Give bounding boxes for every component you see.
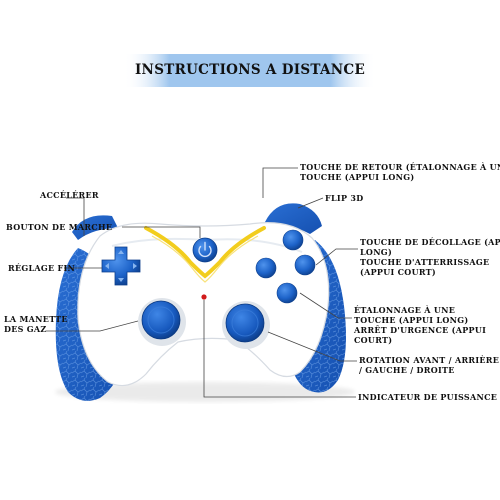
label-etalonnage-line4: COURT) [354,335,393,345]
d-pad [101,246,141,286]
label-retour-line2: TOUCHE (APPUI LONG) [300,172,415,182]
leader-decollage [315,248,358,266]
power-icon [198,245,212,258]
right-stick-ring [231,309,259,337]
label-rotation-line2: / GAUCHE / DROITE [359,365,455,375]
leader-puissance [203,300,356,398]
label-puissance: INDICATEUR DE PUISSANCE [358,392,498,402]
leader-accelerer [66,197,85,236]
face-button-bottom [276,282,298,304]
banner-title: INSTRUCTIONS A DISTANCE [134,62,366,78]
left-shoulder-button [72,215,118,240]
leader-flip [297,197,324,209]
label-rotation-line1: ROTATION AVANT / ARRIÈRE [359,355,500,365]
yellow-trim [144,226,266,279]
label-manette-line1: LA MANETTE [4,314,68,324]
label-decollage-line1: TOUCHE DE DÉCOLLAGE (APPUI [360,237,500,247]
leader-throttle [46,320,139,332]
label-retour-line1: TOUCHE DE RETOUR (ÉTALONNAGE À UNE [300,162,500,172]
leader-rotation [267,331,357,362]
leader-retour [262,167,298,198]
label-decollage-line3: TOUCHE D'ATTERRISSAGE [360,257,490,267]
power-led [201,294,207,300]
label-accelerer: ACCÉLÉRER [40,190,99,200]
yellow-trim-inner [151,235,259,283]
leader-power [122,226,201,238]
label-manette-line2: DES GAZ [4,324,47,334]
left-stick-ring [147,306,175,334]
label-reglage-fin: RÉGLAGE FIN [8,263,76,273]
leader-lines [46,167,358,398]
label-bouton-de-marche: BOUTON DE MARCHE [6,222,113,232]
label-etalonnage-line1: ÉTALONNAGE À UNE [354,305,456,315]
banner-background [124,54,376,87]
label-etalonnage-line3: ARRÊT D'URGENCE (APPUI [354,325,487,335]
label-etalonnage-line2: TOUCHE (APPUI LONG) [354,315,469,325]
face-button-top [282,229,304,251]
leader-etalonnage [299,292,352,319]
face-button-left [255,257,277,279]
label-decollage-line2: LONG) [360,247,393,257]
label-decollage-line4: (APPUI COURT) [360,267,436,277]
title-banner: INSTRUCTIONS A DISTANCE [124,54,376,87]
face-button-right [294,254,316,276]
label-flip: FLIP 3D [325,193,364,203]
